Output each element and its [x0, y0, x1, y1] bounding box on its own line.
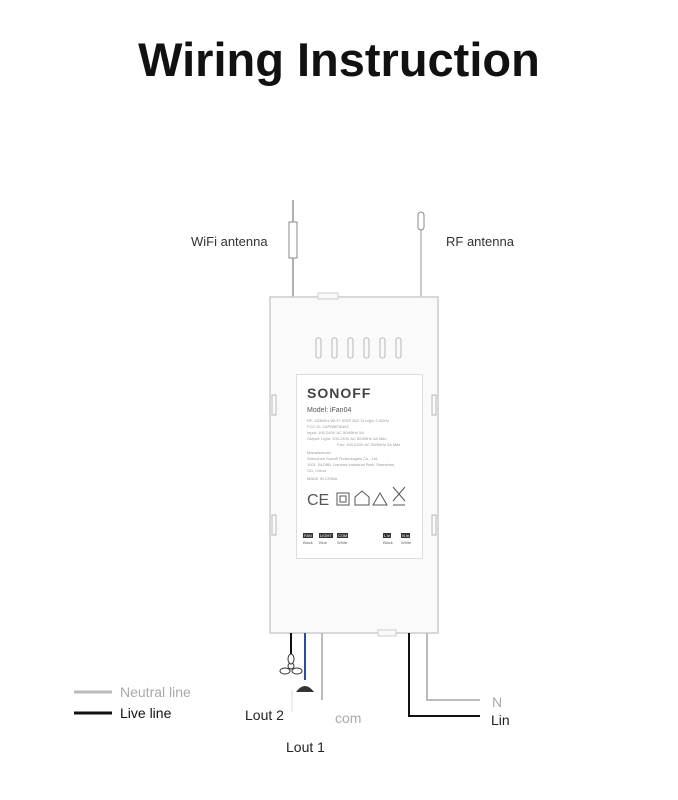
legend-live: Live line [120, 705, 172, 721]
rf-antenna-label: RF antenna [446, 234, 514, 249]
wire-n [426, 633, 480, 701]
terminal-color: White [337, 540, 348, 545]
terminal-color: Black [383, 540, 393, 545]
spec-line: Output: Light: 100-240V AC 50/60Hz 3A Ma… [307, 436, 387, 441]
fan-icon [279, 653, 303, 675]
spec-line: Shenzhen Sonoff Technologies Co., Ltd. [307, 456, 379, 461]
terminal-color: Blue [319, 540, 328, 545]
legend-neutral: Neutral line [120, 684, 191, 700]
spec-line: Input: 100-240V AC 50/60Hz 5A [307, 430, 364, 435]
lout2-label: Lout 2 [245, 707, 284, 723]
terminal-color: White [401, 540, 412, 545]
certification-icons: CE [307, 486, 406, 509]
com-label: com [335, 710, 362, 726]
page-title: Wiring Instruction [138, 33, 540, 86]
spec-line: Manufacturer: [307, 450, 332, 455]
made-in: MADE IN CHINA [307, 476, 338, 481]
spec-line: RF: 433MHz Wi-Fi: IEEE 802.11 b/g/n 2.4G… [307, 418, 389, 423]
terminal-tag: FAN [303, 533, 313, 538]
wire-lin [408, 633, 480, 717]
spec-line: FCC ID: 2APN5IFAN04 [307, 424, 349, 429]
lout1-label: Lout 1 [286, 739, 325, 755]
terminal-tag: LIGHT [319, 533, 333, 538]
n-label: N [492, 694, 503, 710]
svg-text:CE: CE [307, 492, 329, 509]
lamp-icon [296, 686, 314, 692]
terminal-tag: COM [337, 533, 349, 538]
spec-line: Fan: 100-240V AC 50/60Hz 2A Max [337, 442, 401, 447]
spec-line: GD, China [307, 468, 326, 473]
spec-line: 1001, BLD8B, Lianhua Industrial Park, Sh… [307, 462, 396, 467]
model: Model: iFan04 [307, 407, 352, 414]
terminal-tag: N in [401, 533, 411, 538]
wifi-antenna-label: WiFi antenna [191, 234, 268, 249]
terminal-color: Black [303, 540, 313, 545]
lin-label: Lin [491, 712, 510, 728]
terminal-tag: L in [383, 533, 392, 538]
brand-logo: SONOFF [307, 385, 372, 401]
device-label: SONOFF Model: iFan04 RF: 433MHz Wi-Fi: I… [296, 374, 423, 559]
